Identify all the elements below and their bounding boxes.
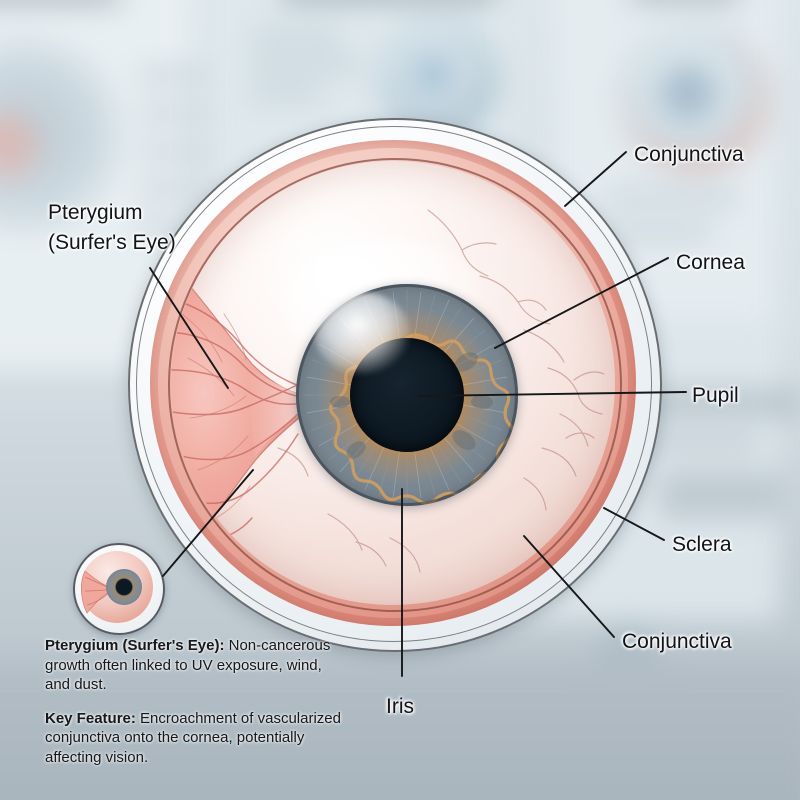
label-conjunctiva-bottom: Conjunctiva (622, 630, 732, 653)
caption-heading-pterygium: Pterygium (Surfer's Eye): (45, 637, 225, 654)
pterygium-overview-thumbnail (73, 543, 165, 635)
caption-block: Pterygium (Surfer's Eye): Non-cancerous … (45, 636, 345, 767)
label-iris: Iris (386, 695, 414, 718)
caption-body-pterygium: Non-cancerous growth often linked to UV … (45, 637, 331, 693)
inset-pupil (116, 579, 132, 595)
label-cornea: Cornea (676, 251, 745, 274)
label-pupil: Pupil (692, 384, 739, 407)
eye-illustration (128, 118, 662, 652)
label-pterygium: Pterygium (Surfer's Eye) (48, 201, 176, 254)
label-sclera: Sclera (672, 533, 732, 556)
iris (296, 284, 518, 506)
caption-paragraph-pterygium: Pterygium (Surfer's Eye): Non-cancerous … (45, 636, 345, 695)
caption-heading-key-feature: Key Feature: (45, 709, 136, 727)
label-conjunctiva-top: Conjunctiva (634, 143, 744, 166)
caption-paragraph-key-feature: Key Feature: Encroachment of vascularize… (45, 709, 345, 768)
caption-body-key-feature: Encroachment of vascularized conjunctiva… (45, 709, 341, 766)
corneal-specular-highlight (314, 292, 410, 374)
